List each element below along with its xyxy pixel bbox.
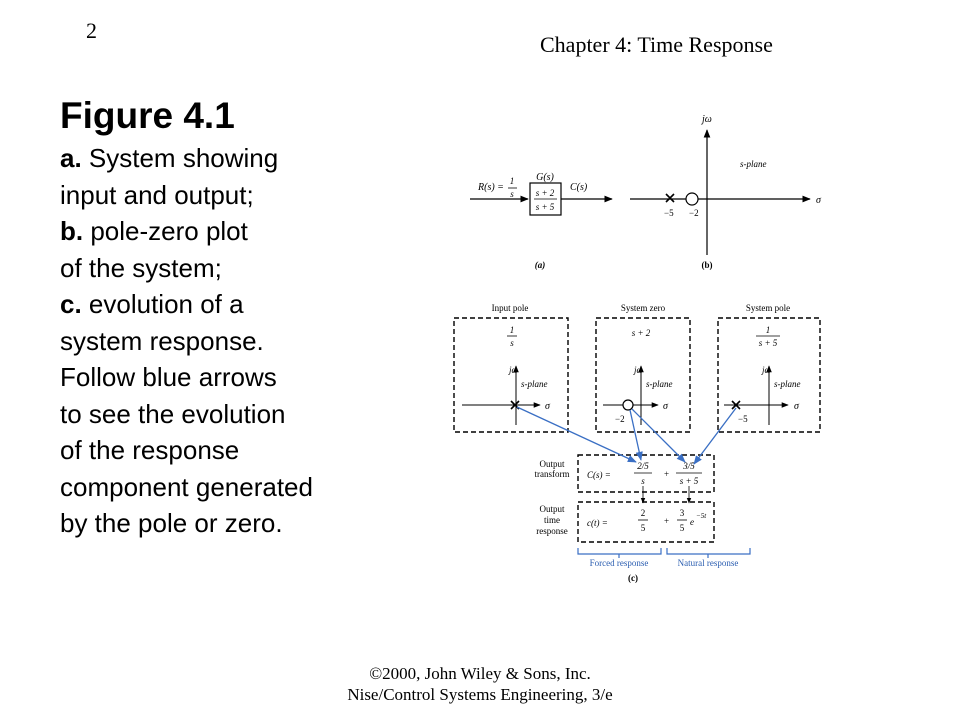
plus-sign: + [664, 516, 669, 526]
caption-part-label: c. [60, 289, 82, 319]
s-plane-label: s-plane [740, 159, 767, 169]
system-pole-marker [731, 400, 741, 410]
mini-pole-val: −5 [738, 414, 748, 424]
mini-sigma: σ [545, 401, 551, 412]
mini-sigma: σ [663, 401, 669, 412]
input-frac-den: s [510, 189, 514, 199]
term1-num: 2/5 [637, 461, 649, 471]
system-pole-box: System pole 1 s + 5 jω s-plane σ −5 [717, 303, 821, 433]
output-label: C(s) [570, 182, 588, 193]
mini-splane: s-plane [646, 379, 673, 389]
output-response-row: Output time response c(t) = 2 5 + 3 5 e … [536, 501, 715, 543]
copyright: ©2000, John Wiley & Sons, Inc. [369, 664, 591, 683]
output-transform-row: Output transform C(s) = 2/5 s + 3/5 s + … [535, 454, 715, 493]
resp1-den: 5 [641, 523, 646, 533]
sigma-label: σ [816, 195, 822, 206]
caption-line: input and output; [60, 179, 254, 210]
box-expr: s + 2 [632, 328, 651, 338]
row-label: response [536, 526, 568, 536]
panel-label-a: (a) [535, 260, 546, 270]
book-title: Nise/Control Systems Engineering, 3/e [347, 685, 613, 704]
caption-part-label: a. [60, 143, 82, 173]
row-label: Output [539, 459, 565, 469]
caption-part-label: b. [60, 216, 84, 246]
resp2-num: 3 [680, 508, 685, 518]
caption-text: evolution of a [81, 289, 244, 319]
resp2-exp: e [690, 517, 694, 527]
input-label: R(s) = [477, 182, 504, 193]
chapter-title: Chapter 4: Time Response [540, 32, 773, 57]
blue-arrow [693, 407, 737, 465]
caption-line: by the pole or zero. [60, 508, 283, 538]
mini-sigma: σ [794, 401, 800, 412]
box-den: s + 5 [759, 338, 778, 348]
footer: ©2000, John Wiley & Sons, Inc. Nise/Cont… [0, 663, 960, 705]
caption-line: Follow blue arrows [60, 362, 277, 392]
figure-caption: Figure 4.1 a. System showing input and o… [60, 92, 390, 542]
box-title: System pole [746, 303, 790, 313]
mini-jw: jω [761, 365, 771, 375]
panel-label-c: (c) [628, 573, 638, 583]
forced-response-label: Forced response [590, 558, 649, 568]
natural-response-label: Natural response [678, 558, 739, 568]
transfer-function-name: G(s) [536, 172, 554, 183]
caption-line: b. pole-zero plot [60, 213, 390, 250]
figure-title: Figure 4.1 [60, 95, 235, 136]
pole-marker [665, 193, 675, 203]
block-diagram: R(s) = 1 s G(s) s + 2 s + 5 C(s) (a) [470, 172, 613, 270]
input-frac-num: 1 [510, 176, 515, 186]
page-number: 2 [86, 18, 97, 43]
response-braces [577, 548, 751, 558]
jw-axis-label: jω [700, 114, 712, 125]
caption-line: c. evolution of a [60, 286, 390, 323]
mini-splane: s-plane [774, 379, 801, 389]
caption-line: a. System showing [60, 140, 390, 177]
caption-text: System showing [81, 143, 279, 173]
natural-brace [666, 548, 751, 558]
resp1-num: 2 [641, 508, 646, 518]
response-lhs: c(t) = [587, 518, 608, 528]
input-pole-box: Input pole 1 s jω s-plane σ [453, 303, 569, 433]
blue-arrow [629, 409, 643, 461]
blue-arrow [631, 408, 686, 463]
forced-brace [577, 548, 662, 558]
box-title: System zero [621, 303, 666, 313]
mini-jw: jω [508, 365, 518, 375]
system-zero-marker [622, 399, 634, 411]
box-den: s [510, 338, 514, 348]
mini-zero-val: −2 [615, 414, 625, 424]
box-num: 1 [510, 325, 515, 335]
box-num: 1 [766, 325, 771, 335]
tf-denominator: s + 5 [536, 202, 555, 212]
caption-line: system response. [60, 325, 264, 356]
panel-label-b: (b) [702, 260, 713, 270]
box-title: Input pole [492, 303, 529, 313]
plus-sign: + [664, 469, 669, 479]
term2-num: 3/5 [682, 461, 695, 471]
system-zero-box: System zero s + 2 jω s-plane σ −2 [595, 303, 691, 433]
resp2-den: 5 [680, 523, 685, 533]
caption-line: component generated [60, 471, 313, 502]
row-label: time [544, 515, 560, 525]
resp2-exp-sup: −5t [696, 512, 707, 520]
mini-splane: s-plane [521, 379, 548, 389]
caption-line: of the response [60, 435, 240, 465]
tf-numerator: s + 2 [536, 188, 555, 198]
blue-arrow [516, 406, 637, 463]
zero-value: −2 [689, 208, 699, 218]
evolution-arrows [516, 406, 737, 465]
s-plane-plot: jω s-plane σ −5 −2 (b) [630, 114, 822, 270]
row-label: Output [539, 504, 565, 514]
mini-jw: jω [633, 365, 643, 375]
zero-marker [685, 192, 699, 206]
caption-line: to see the evolution [60, 398, 286, 429]
term2-den: s + 5 [680, 476, 699, 486]
pole-value: −5 [664, 208, 674, 218]
transform-lhs: C(s) = [587, 470, 611, 480]
row-label: transform [535, 469, 570, 479]
caption-line: of the system; [60, 252, 222, 283]
term1-den: s [641, 476, 645, 486]
caption-text: pole-zero plot [83, 216, 248, 246]
